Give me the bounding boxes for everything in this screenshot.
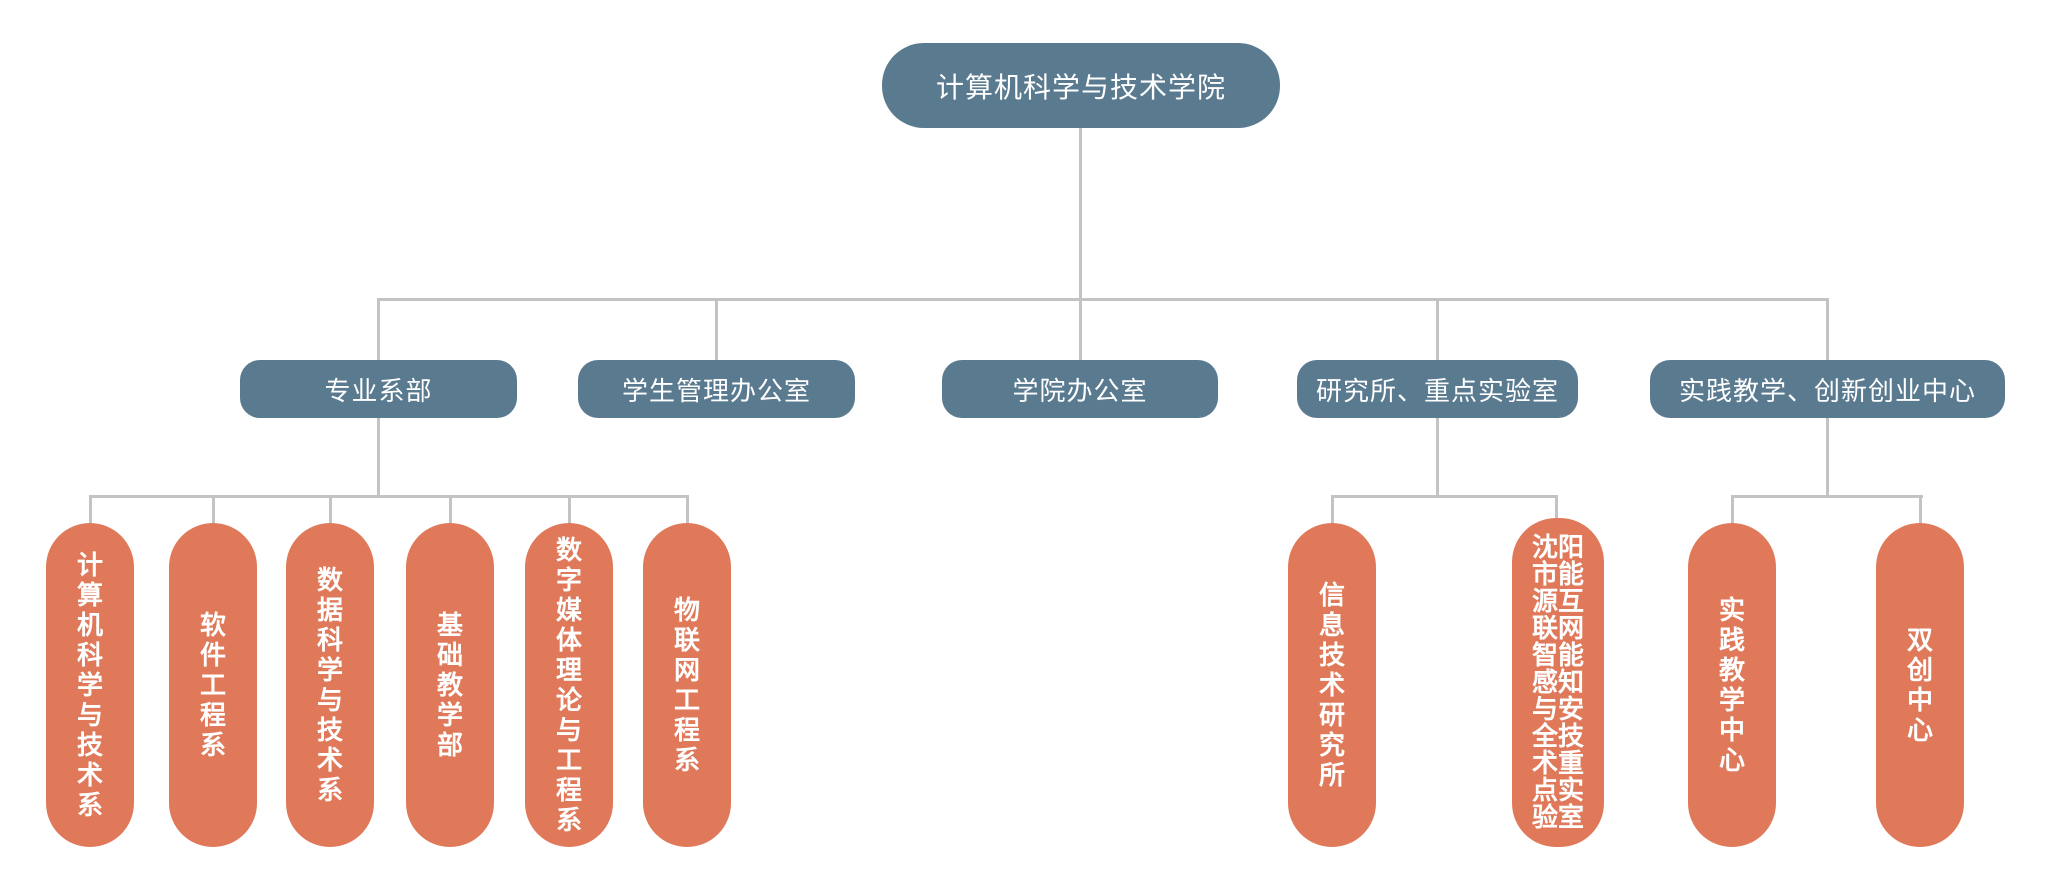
connector-root-drop (1079, 128, 1082, 300)
node-practice-teaching-center: 实践教学中心 (1688, 523, 1776, 847)
connector-departments-drop-1 (89, 495, 92, 525)
connector-research-drop-1 (1331, 495, 1334, 525)
node-practice-teaching-center-label: 实践教学中心 (1718, 595, 1745, 775)
node-college-office-label: 学院办公室 (1012, 375, 1148, 406)
node-departments-label: 专业系部 (324, 375, 433, 406)
node-dept-software-label: 软件工程系 (199, 610, 226, 760)
node-college-office: 学院办公室 (942, 360, 1218, 418)
node-research-it-institute-label: 信息技术研究所 (1318, 580, 1345, 790)
node-practice-label: 实践教学、创新创业中心 (1678, 375, 1976, 406)
node-dept-data-science: 数据科学与技术系 (286, 523, 374, 847)
node-dept-digital-media: 数字媒体理论与工程系 (525, 523, 613, 847)
node-dept-digital-media-label: 数字媒体理论与工程系 (555, 535, 582, 835)
node-dept-iot: 物联网工程系 (643, 523, 731, 847)
connector-main-horizontal (377, 298, 1829, 301)
connector-departments-horizontal (89, 495, 689, 498)
connector-drop-departments (377, 298, 380, 360)
connector-departments-drop-5 (568, 495, 571, 525)
connector-research-horizontal (1331, 495, 1558, 498)
connector-departments-stem (377, 418, 380, 498)
connector-practice-horizontal (1731, 495, 1923, 498)
connector-research-drop-2 (1555, 495, 1558, 525)
connector-practice-drop-1 (1731, 495, 1734, 525)
node-root: 计算机科学与技术学院 (882, 43, 1280, 128)
connector-drop-college-office (1079, 298, 1082, 360)
connector-departments-drop-6 (686, 495, 689, 525)
connector-departments-drop-3 (329, 495, 332, 525)
connector-departments-drop-4 (449, 495, 452, 525)
node-dept-basic-teaching: 基础教学部 (406, 523, 494, 847)
node-dept-cs-label: 计算机科学与技术系 (76, 550, 103, 820)
connector-research-stem (1436, 418, 1439, 498)
connector-drop-practice (1826, 298, 1829, 360)
node-research-it-institute: 信息技术研究所 (1288, 523, 1376, 847)
node-student-office: 学生管理办公室 (578, 360, 855, 418)
node-root-label: 计算机科学与技术学院 (935, 71, 1226, 103)
node-practice-innovation-center: 双创中心 (1876, 523, 1964, 847)
node-dept-data-science-label: 数据科学与技术系 (316, 565, 343, 805)
node-dept-cs: 计算机科学与技术系 (46, 523, 134, 847)
node-dept-basic-teaching-label: 基础教学部 (436, 610, 463, 760)
node-student-office-label: 学生管理办公室 (621, 375, 811, 406)
node-practice: 实践教学、创新创业中心 (1650, 360, 2005, 418)
node-research-label: 研究所、重点实验室 (1315, 375, 1559, 406)
connector-drop-research (1436, 298, 1439, 360)
connector-departments-drop-2 (212, 495, 215, 525)
node-practice-innovation-center-label: 双创中心 (1906, 625, 1933, 745)
node-research-key-lab: 沈阳市能源互联网智能感知与安全技术重点实验室 (1512, 518, 1604, 847)
node-departments: 专业系部 (240, 360, 517, 418)
connector-practice-stem (1826, 418, 1829, 498)
node-research: 研究所、重点实验室 (1297, 360, 1578, 418)
node-dept-iot-label: 物联网工程系 (673, 595, 700, 775)
node-dept-software: 软件工程系 (169, 523, 257, 847)
connector-practice-drop-2 (1919, 495, 1922, 525)
connector-drop-student-office (715, 298, 718, 360)
node-research-key-lab-label: 沈阳市能源互联网智能感知与安全技术重点实验室 (1531, 532, 1584, 832)
